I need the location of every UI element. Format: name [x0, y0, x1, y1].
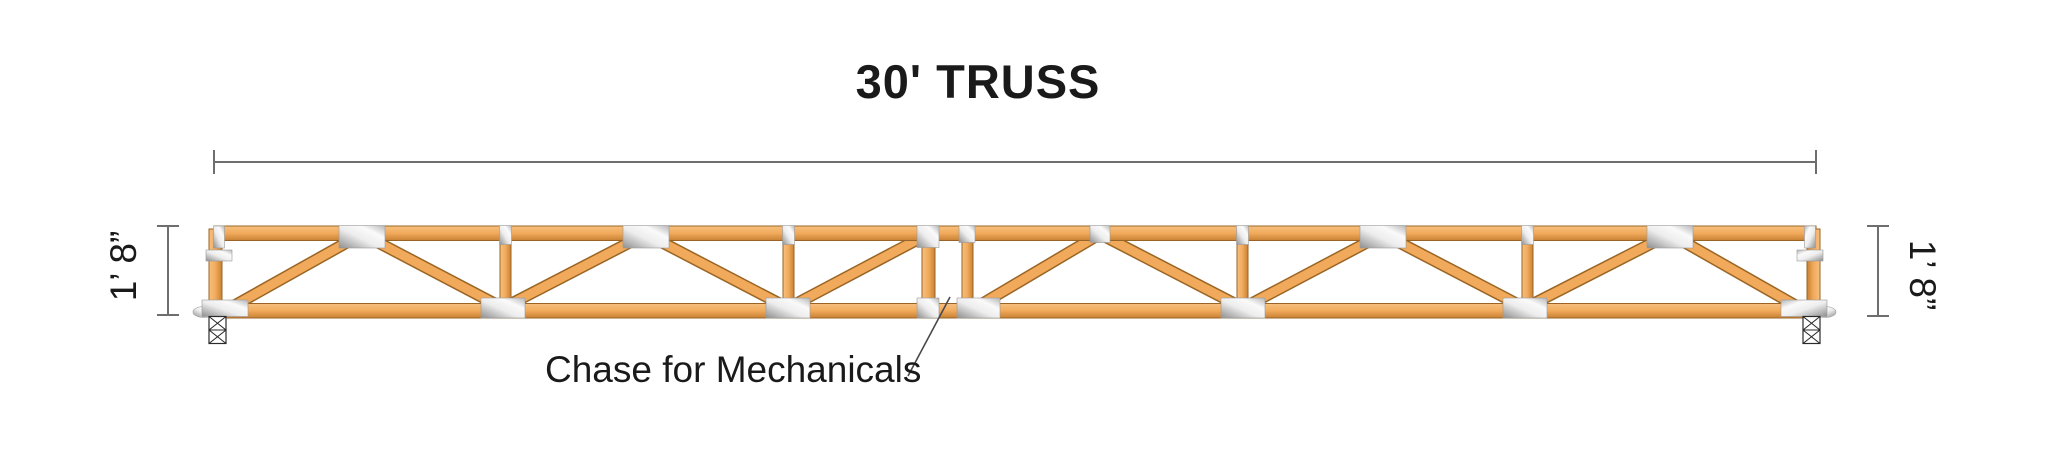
- top-plate: [1646, 225, 1694, 249]
- truss-diagonal: [500, 228, 649, 314]
- truss-diagonal: [359, 228, 506, 314]
- truss-diagonal: [1097, 228, 1246, 314]
- chase-label: Chase for Mechanicals: [545, 349, 922, 390]
- truss-vertical: [782, 237, 795, 307]
- vertical-top-plate: [1521, 225, 1534, 245]
- top-chord: [213, 225, 1817, 241]
- left-end-assembly: [192, 225, 249, 345]
- bearing-plate: [201, 299, 249, 317]
- chase-top-plate: [958, 225, 976, 243]
- right-end-assembly: [1780, 225, 1837, 345]
- bearing-hatch-block: [208, 315, 227, 345]
- top-plate: [1359, 225, 1407, 249]
- end-corner-plate: [213, 225, 225, 249]
- truss-diagonal: [785, 228, 931, 314]
- top-plate: [338, 225, 386, 249]
- web-diagonals: [227, 228, 1803, 314]
- chase-bottom-plate: [956, 297, 1001, 319]
- truss-diagonal: [1240, 228, 1386, 314]
- connector-plates: [338, 225, 1694, 319]
- vertical-top-plate: [782, 225, 795, 245]
- vertical-top-plate: [499, 225, 512, 245]
- right-height-dimension-line: [1867, 225, 1889, 317]
- truss-vertical: [1521, 237, 1534, 307]
- bottom-plate: [1502, 297, 1548, 319]
- chase-leader-line: [907, 296, 951, 377]
- diagram-title: 30' TRUSS: [855, 55, 1101, 108]
- top-plate: [622, 225, 670, 249]
- chase-top-plate: [916, 225, 940, 248]
- truss-vertical: [499, 237, 512, 307]
- span-dimension-line: [213, 150, 1817, 174]
- left-height-dimension-line: [157, 225, 179, 316]
- bottom-plate: [480, 297, 526, 319]
- truss-diagonal: [1522, 228, 1673, 314]
- truss-diagonal: [1380, 228, 1528, 314]
- chase-bottom-plate: [916, 297, 940, 319]
- right-height-dimension-label: 1’ 8”: [1902, 239, 1943, 311]
- truss-diagonal: [643, 228, 791, 314]
- top-plate: [1089, 225, 1111, 243]
- bottom-plate: [1220, 297, 1266, 319]
- bottom-chord: [213, 303, 1817, 319]
- end-mid-plate: [205, 249, 233, 262]
- chase-left-vertical: [921, 237, 936, 307]
- vertical-top-plate: [1236, 225, 1249, 245]
- truss-diagonal: [971, 228, 1104, 314]
- truss-drawing: [192, 225, 1837, 345]
- left-height-dimension-label: 1’ 8”: [103, 230, 144, 302]
- chase-right-vertical: [961, 237, 974, 307]
- bottom-plate: [765, 297, 811, 319]
- truss-vertical: [1236, 237, 1249, 307]
